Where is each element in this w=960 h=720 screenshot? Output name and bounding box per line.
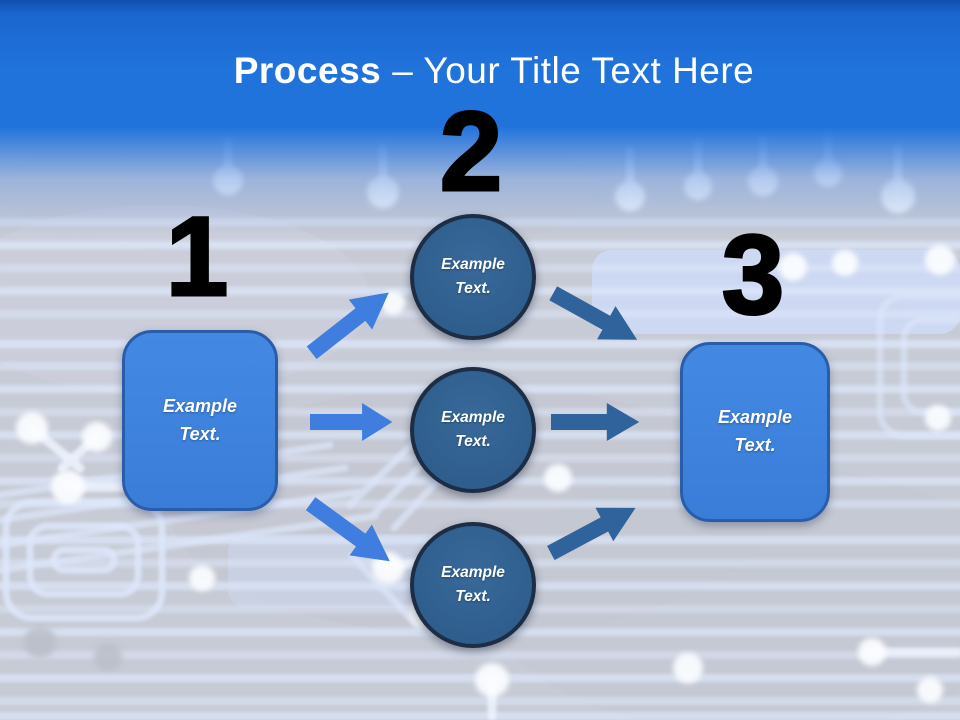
step1-text-line2: Text.: [179, 423, 221, 444]
circle-bottom-line1: Example: [441, 563, 505, 581]
arrow-bottom-circle-to-rightbox-icon: [540, 488, 647, 573]
step3-text-box: Example Text.: [680, 342, 830, 522]
step2-circle-middle-text: Example Text.: [441, 406, 505, 454]
title-banner: Process– Your Title Text Here: [0, 0, 960, 235]
circle-middle-line2: Text.: [455, 433, 491, 450]
arrow-middle-circle-to-rightbox-icon: [551, 400, 641, 444]
circle-top-line2: Text.: [455, 280, 491, 297]
step1-text-line1: Example: [162, 395, 238, 416]
circle-bottom-line2: Text.: [455, 588, 491, 605]
circle-middle-line1: Example: [441, 408, 505, 426]
step3-text-line1: Example: [717, 407, 793, 428]
step-number-1: 1: [164, 194, 229, 319]
step3-text-line2: Text.: [734, 435, 776, 455]
step-number-3: 3: [720, 212, 785, 337]
step-number-2: 2: [438, 89, 503, 214]
step2-circle-top-text: Example Text.: [441, 253, 505, 301]
title-emphasis: Process: [233, 50, 382, 91]
step2-circle-bottom: Example Text.: [410, 522, 536, 648]
arrow-leftbox-to-bottom-circle-icon: [298, 486, 405, 580]
arrow-top-circle-to-rightbox-icon: [542, 274, 649, 360]
step1-text-box: Example Text.: [122, 330, 278, 511]
title-rest: – Your Title Text Here: [392, 50, 755, 91]
step2-circle-middle: Example Text.: [410, 367, 536, 493]
arrow-leftbox-to-top-circle-icon: [298, 274, 404, 370]
circle-top-line1: Example: [441, 255, 505, 273]
arrow-leftbox-to-middle-circle-icon: [310, 400, 394, 444]
step1-text: Example Text.: [163, 393, 237, 449]
step2-circle-bottom-text: Example Text.: [441, 561, 505, 609]
step3-text: Example Text.: [718, 404, 792, 460]
step2-circle-top: Example Text.: [410, 214, 536, 340]
slide-title: Process– Your Title Text Here: [0, 50, 960, 92]
